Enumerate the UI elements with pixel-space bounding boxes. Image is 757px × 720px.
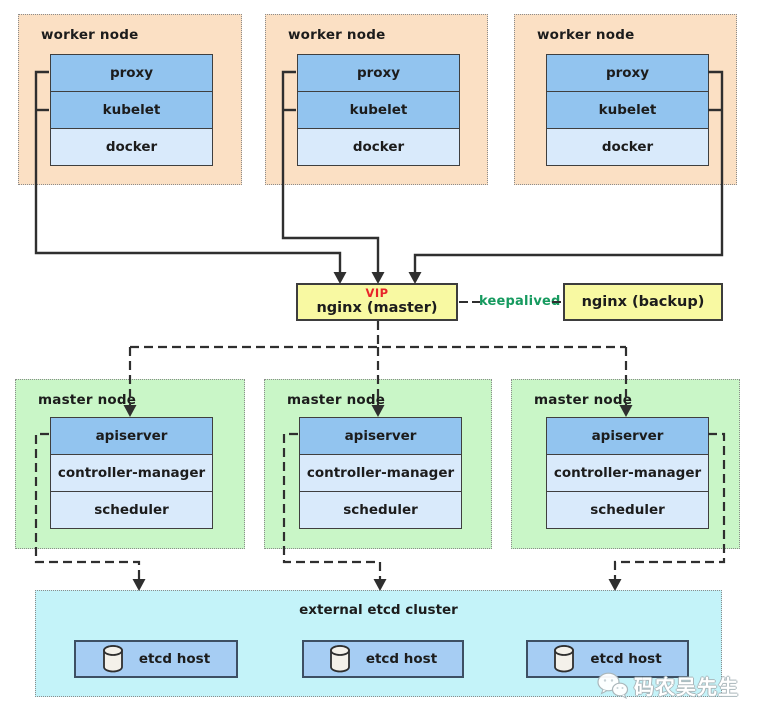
nginx-master-box: VIP nginx (master): [296, 283, 458, 321]
kubelet-box: kubelet: [546, 91, 709, 129]
proxy-box: proxy: [546, 54, 709, 92]
worker-node-title: worker node: [288, 27, 386, 43]
docker-box: docker: [546, 128, 709, 166]
vip-label: VIP: [365, 286, 389, 300]
master-component-stack: apiserver controller-manager scheduler: [546, 417, 709, 529]
nginx-master-label: nginx (master): [316, 300, 438, 316]
kubelet-box: kubelet: [50, 91, 213, 129]
master-node-title: master node: [38, 392, 137, 408]
worker-component-stack: proxy kubelet docker: [546, 54, 709, 166]
master-node-title: master node: [287, 392, 386, 408]
master-node-title: master node: [534, 392, 633, 408]
database-cylinder-icon: [329, 645, 350, 673]
controller-manager-box: controller-manager: [299, 454, 462, 492]
scheduler-box: scheduler: [50, 491, 213, 529]
nginx-backup-box: nginx (backup): [563, 283, 723, 321]
controller-manager-box: controller-manager: [50, 454, 213, 492]
scheduler-box: scheduler: [546, 491, 709, 529]
worker-node-2: worker node proxy kubelet docker: [265, 14, 488, 185]
apiserver-box: apiserver: [50, 417, 213, 455]
worker-node-3: worker node proxy kubelet docker: [514, 14, 737, 185]
controller-manager-box: controller-manager: [546, 454, 709, 492]
worker-node-title: worker node: [537, 27, 635, 43]
etcd-host-2: etcd host: [302, 640, 464, 678]
etcd-host-3: etcd host: [526, 640, 689, 678]
docker-box: docker: [50, 128, 213, 166]
apiserver-box: apiserver: [546, 417, 709, 455]
nginx-backup-label: nginx (backup): [581, 294, 705, 310]
proxy-box: proxy: [50, 54, 213, 92]
watermark-text: 码农吴先生: [634, 675, 739, 699]
master-node-1: master node apiserver controller-manager…: [15, 379, 245, 549]
etcd-host-label: etcd host: [590, 651, 662, 667]
master-component-stack: apiserver controller-manager scheduler: [50, 417, 213, 529]
master-component-stack: apiserver controller-manager scheduler: [299, 417, 462, 529]
etcd-host-1: etcd host: [74, 640, 238, 678]
scheduler-box: scheduler: [299, 491, 462, 529]
etcd-cluster: external etcd cluster etcd host etcd hos…: [35, 590, 722, 697]
kubelet-box: kubelet: [297, 91, 460, 129]
worker-component-stack: proxy kubelet docker: [50, 54, 213, 166]
worker-component-stack: proxy kubelet docker: [297, 54, 460, 166]
database-cylinder-icon: [554, 645, 575, 673]
apiserver-box: apiserver: [299, 417, 462, 455]
docker-box: docker: [297, 128, 460, 166]
worker-node-title: worker node: [41, 27, 139, 43]
proxy-box: proxy: [297, 54, 460, 92]
etcd-host-label: etcd host: [365, 651, 438, 667]
etcd-host-label: etcd host: [138, 651, 211, 667]
wechat-icon: [597, 672, 629, 699]
database-cylinder-icon: [102, 645, 123, 673]
master-node-3: master node apiserver controller-manager…: [511, 379, 740, 549]
keepalived-label: keepalived: [479, 294, 561, 309]
master-node-2: master node apiserver controller-manager…: [264, 379, 492, 549]
etcd-cluster-title: external etcd cluster: [299, 602, 458, 618]
watermark: 码农吴先生: [597, 671, 739, 700]
worker-node-1: worker node proxy kubelet docker: [18, 14, 242, 185]
